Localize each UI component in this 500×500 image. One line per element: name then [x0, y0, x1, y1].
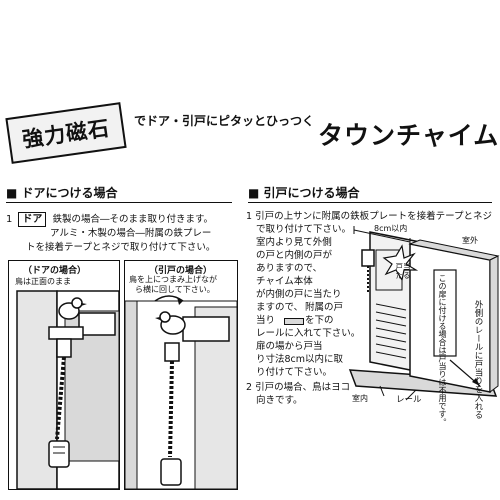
step-number: 1: [6, 214, 13, 225]
rail-label: レール: [396, 395, 422, 405]
left-text-3: トを接着テープとネジで取り付けて下さい。: [26, 242, 216, 253]
door-tag: ドア: [18, 212, 47, 227]
left-section-heading: ■ ドアにつける場合: [6, 184, 118, 201]
square-bullet-icon: ■: [248, 186, 260, 200]
diagram-vertical-note: この扉に付ける場合は戸当りは不用です。: [438, 274, 447, 426]
door-panel-callout: 鳥は正面のまま: [15, 277, 71, 287]
product-title: タウンチャイム: [318, 121, 500, 150]
badge-text: 強力磁石: [20, 114, 112, 152]
dimension-label: 8cm以内: [374, 224, 408, 233]
right-text-10: を下の: [305, 315, 334, 326]
right-heading-text: 引戸につける場合: [263, 186, 360, 200]
right-text-13: り寸法8cm以内に取: [256, 354, 344, 365]
sliding-panel-callout-1: 鳥を上につまみ上げなが: [129, 275, 217, 285]
stopper-burst-label: 戸当たる: [395, 262, 411, 280]
sliding-panel-callout-2: ら横に回して下さい。: [135, 285, 215, 295]
inside-label: 室内: [352, 394, 368, 403]
right-text-9: 当り: [256, 315, 276, 326]
right-text-12: 扉の場から戸当: [256, 341, 323, 352]
right-text-0: 1 引戸の上サンに附属の鉄板プレートを接着テープとネジ: [246, 211, 492, 222]
left-heading-text: ドアにつける場合: [21, 186, 118, 200]
right-text-16: 向きです。: [256, 395, 303, 406]
door-panel-label: （ドアの場合）: [23, 266, 87, 276]
right-text-8: 附属の戸: [305, 302, 344, 313]
right-text-7: ますので、: [256, 302, 304, 313]
right-text-15: 2 引戸の場合、鳥はヨコ: [246, 382, 351, 393]
right-text-14: り付けて下さい。: [256, 367, 333, 378]
right-text-3: の戸と内側の戸が: [256, 250, 333, 261]
strong-magnet-badge: 強力磁石: [5, 102, 127, 164]
right-text-6: が内側の戸に当たり: [256, 289, 342, 300]
sliding-door-diagram: [348, 226, 500, 401]
door-illustration-panel: （ドアの場合） 鳥は正面のまま: [8, 260, 120, 490]
sliding-door-illustration-panel: （引戸の場合） 鳥を上につまみ上げなが ら横に回して下さい。: [124, 260, 238, 490]
tagline: でドア・引戸にピタッとひっつく: [134, 114, 315, 128]
right-section-heading: ■ 引戸につける場合: [248, 184, 360, 201]
door-illustration-svg: [16, 290, 119, 489]
right-text-5: チャイム本体: [256, 276, 313, 287]
door-stopper-icon: [284, 318, 304, 325]
right-heading-rule: [248, 202, 492, 203]
left-heading-rule: [6, 202, 232, 203]
sliding-door-illustration-svg: [125, 295, 237, 489]
left-text-2: アルミ・木製の場合―附属の鉄プレー: [50, 228, 212, 239]
left-instruction-line1: 1 ドア 鉄製の場合―そのまま取り付きます。: [6, 212, 213, 227]
outside-label-top: 室外: [462, 236, 478, 245]
right-text-1: で取り付けて下さい。: [256, 224, 352, 235]
outer-rail-vertical-note: 外側のレールに戸当りを入れる: [473, 300, 483, 419]
left-text-1: 鉄製の場合―そのまま取り付きます。: [52, 214, 214, 225]
sliding-panel-label: （引戸の場合）: [149, 266, 213, 276]
right-text-2: 室内より見て外側: [256, 237, 332, 248]
right-text-11: レールに入れて下さい。: [256, 328, 361, 339]
right-text-4: ありますので、: [256, 263, 323, 274]
square-bullet-icon: ■: [6, 186, 18, 200]
